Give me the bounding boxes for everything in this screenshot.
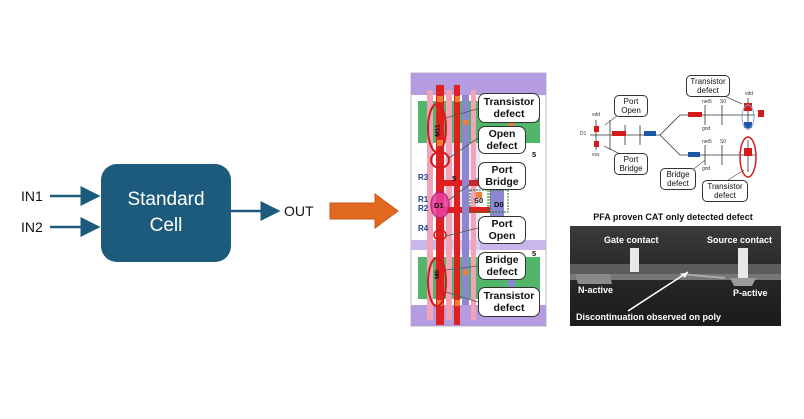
- label-5-c: 5: [532, 249, 537, 258]
- label-d0: D0: [494, 200, 504, 209]
- label-r3: R3: [418, 173, 429, 182]
- callout-bridge-defect: Bridge defect: [478, 252, 526, 280]
- cell-label-line2: Cell: [149, 215, 183, 236]
- pfa-source-contact-label: Source contact: [707, 235, 773, 245]
- big-orange-arrow: [329, 193, 399, 229]
- pfa-gate-contact-label: Gate contact: [604, 235, 659, 245]
- pfa-sem-image: Gate contact Source contact N-active P-a…: [570, 226, 781, 326]
- output-label-out: OUT: [284, 203, 314, 219]
- schematic-transistor-marker: [739, 136, 757, 178]
- port-open-marker: [433, 229, 447, 241]
- standard-cell-block: Standard Cell: [101, 164, 231, 262]
- schematic-label-vdd-left: vdd: [592, 112, 601, 118]
- label-r4: R4: [418, 224, 429, 233]
- schematic-label-net5-b: net5: [702, 139, 712, 145]
- schematic-callout-port-bridge: Port Bridge: [614, 153, 648, 175]
- label-5-b: 5: [532, 150, 537, 159]
- callout-transistor-defect-bottom: Transistor defect: [478, 287, 540, 317]
- schematic-callout-bridge-defect: Bridge defect: [660, 168, 696, 190]
- schematic-label-gnd-a: gnd: [702, 126, 711, 132]
- pfa-caption: Discontinuation observed on poly: [576, 312, 722, 322]
- input-label-in1: IN1: [21, 188, 43, 204]
- label-5-a: 5: [452, 174, 457, 183]
- schematic-label-vdd-right: vdd: [745, 91, 754, 97]
- label-d1: D1: [434, 201, 444, 210]
- open-defect-marker: [430, 151, 450, 169]
- schematic-label-s0-b: S0: [720, 139, 727, 145]
- pfa-title: PFA proven CAT only detected defect: [593, 212, 753, 222]
- pfa-n-active-label: N-active: [578, 285, 614, 295]
- input-label-in2: IN2: [21, 219, 43, 235]
- callout-port-bridge: Port Bridge: [478, 162, 526, 190]
- sem-structures: [570, 248, 781, 312]
- cell-label-line1: Standard: [127, 189, 205, 210]
- callout-port-open: Port Open: [478, 216, 526, 244]
- schematic-label-net5-a: net5: [702, 99, 712, 105]
- label-s0: S0: [474, 196, 484, 205]
- callout-open-defect: Open defect: [478, 126, 526, 154]
- callout-transistor-defect-top: Transistor defect: [478, 93, 540, 123]
- transistor-defect-marker-bottom: [427, 257, 447, 307]
- pfa-p-active-label: P-active: [733, 288, 768, 298]
- d1-marker: [430, 191, 450, 219]
- schematic-label-gnd-b: gnd: [702, 166, 711, 172]
- label-r1: R1: [418, 195, 429, 204]
- top-rail: [411, 73, 546, 95]
- schematic-callout-transistor-top: Transistor defect: [686, 75, 730, 97]
- schematic-label-s0-a: S0: [720, 99, 727, 105]
- label-r2: R2: [418, 204, 429, 213]
- schematic-callout-transistor-bottom: Transistor defect: [702, 180, 748, 202]
- schematic-label-d1: D1: [580, 131, 587, 137]
- schematic-callout-port-open: Port Open: [614, 95, 648, 117]
- schematic-label-vss-left: vss: [592, 152, 600, 158]
